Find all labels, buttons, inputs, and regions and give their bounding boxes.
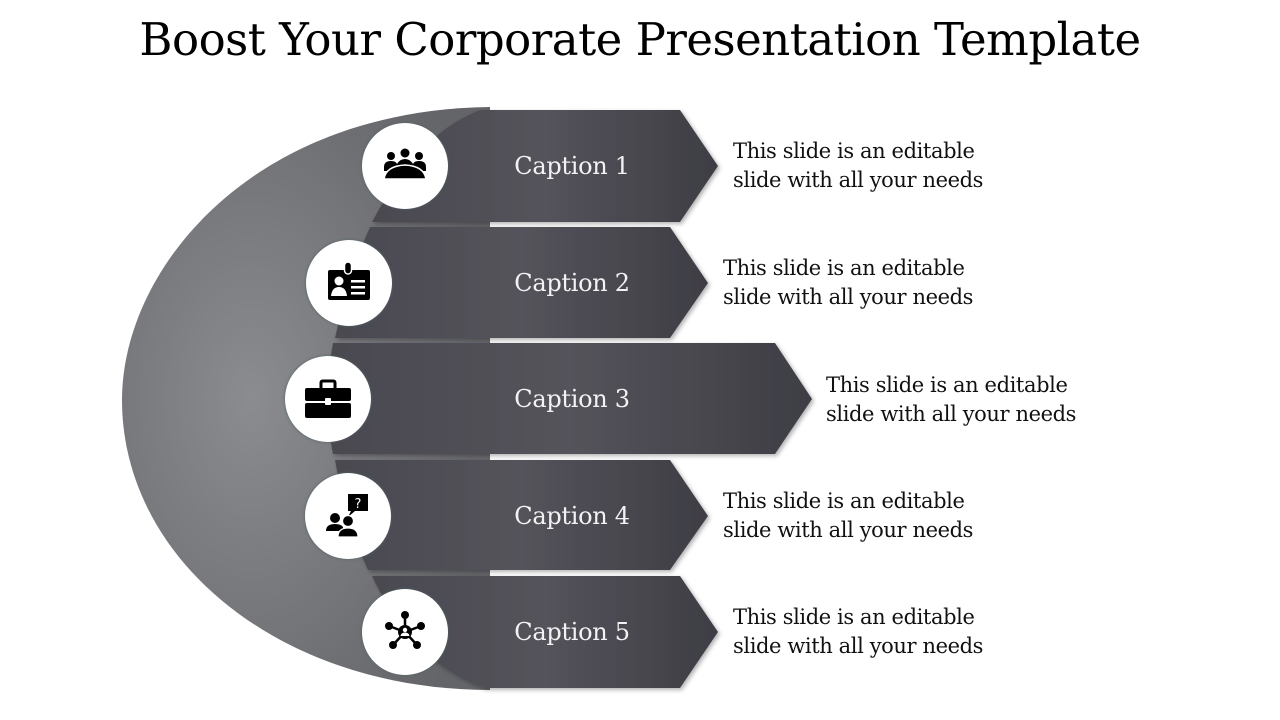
description-2-line-2: slide with all your needs	[723, 285, 974, 309]
arrow-shape-3	[327, 343, 812, 454]
description-4-line-1: This slide is an editable	[723, 489, 965, 513]
briefcase-icon	[305, 379, 351, 418]
description-4-line-2: slide with all your needs	[723, 518, 974, 542]
icon-circle-1	[362, 123, 448, 209]
description-3: This slide is an editable slide with all…	[826, 371, 1076, 429]
arrow-shape-2	[335, 227, 708, 338]
description-1: This slide is an editable slide with all…	[733, 137, 983, 195]
description-5-line-1: This slide is an editable	[733, 605, 975, 629]
icon-circle-5	[362, 589, 448, 675]
arrow-shape-5	[372, 576, 718, 688]
arrow-shape-4	[335, 460, 708, 570]
id-badge-icon	[328, 261, 370, 300]
description-3-line-2: slide with all your needs	[826, 402, 1077, 426]
description-2: This slide is an editable slide with all…	[723, 254, 973, 312]
icon-circle-2	[306, 240, 392, 326]
caption-5: Caption 5	[514, 618, 630, 646]
icon-circle-4: ?	[305, 473, 391, 559]
description-1-line-2: slide with all your needs	[733, 168, 984, 192]
description-5-line-2: slide with all your needs	[733, 634, 984, 658]
arrow-shape-1	[372, 110, 718, 222]
description-5: This slide is an editable slide with all…	[733, 603, 983, 661]
caption-1: Caption 1	[514, 152, 630, 180]
description-1-line-1: This slide is an editable	[733, 139, 975, 163]
description-2-line-1: This slide is an editable	[723, 256, 965, 280]
caption-3: Caption 3	[514, 385, 630, 413]
icon-circle-3	[285, 356, 371, 442]
description-3-line-1: This slide is an editable	[826, 373, 1068, 397]
caption-2: Caption 2	[514, 269, 630, 297]
description-4: This slide is an editable slide with all…	[723, 487, 973, 545]
slide-title: Boost Your Corporate Presentation Templa…	[139, 13, 1141, 66]
caption-4: Caption 4	[514, 502, 630, 530]
people-question-icon: ?	[326, 494, 368, 538]
svg-text:?: ?	[355, 497, 362, 512]
network-hub-icon	[385, 611, 425, 649]
meeting-group-icon	[383, 148, 427, 180]
